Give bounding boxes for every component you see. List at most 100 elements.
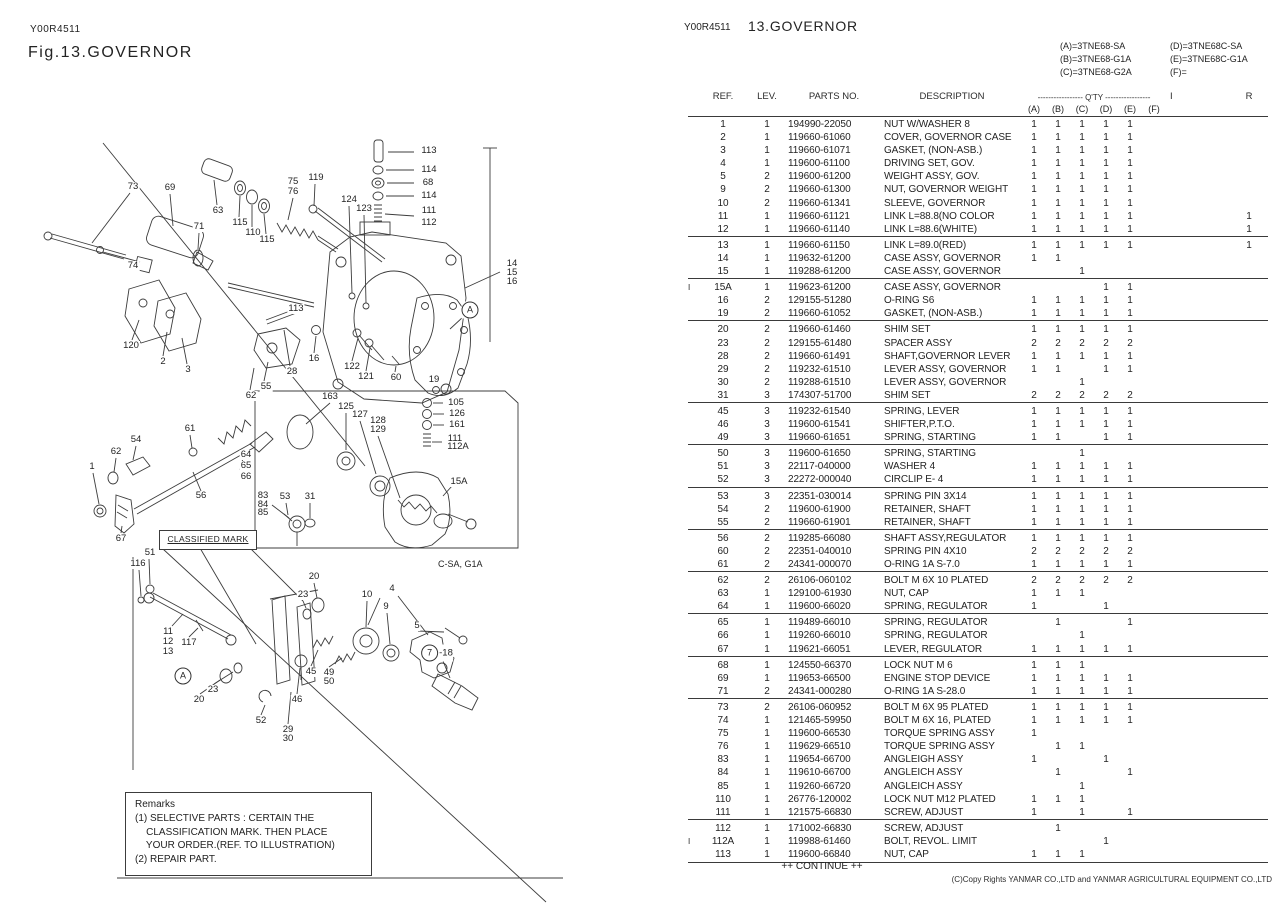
col-qty: ----------------- Q'TY ----------------- bbox=[1037, 93, 1151, 102]
callout-label: 105 bbox=[447, 397, 465, 408]
callout-label: 71 bbox=[192, 221, 206, 232]
callout-label: 112 bbox=[420, 217, 438, 228]
callout-label: 14 bbox=[505, 258, 519, 269]
col-qty-e: (E) bbox=[1124, 104, 1136, 114]
col-description: DESCRIPTION bbox=[919, 91, 985, 102]
callout-label: 20 bbox=[307, 571, 321, 582]
callout-label: 64 bbox=[239, 449, 253, 460]
callout-label: 53 bbox=[278, 491, 292, 502]
remarks-line: CLASSIFICATION MARK. THEN PLACE bbox=[135, 826, 328, 838]
callout-label: 163 bbox=[321, 391, 339, 402]
callout-label: 127 bbox=[351, 409, 369, 420]
section-title: 13.GOVERNOR bbox=[748, 18, 858, 34]
callout-label: 114 bbox=[420, 164, 438, 175]
callout-label: 10 bbox=[360, 589, 374, 600]
parts-table-header: REF. LEV. PARTS NO. DESCRIPTION --------… bbox=[688, 86, 1268, 102]
callout-label: 62 bbox=[244, 390, 258, 401]
remarks-line: (2) REPAIR PART. bbox=[135, 853, 217, 865]
callout-label: 121 bbox=[357, 371, 375, 382]
callout-label: 13 bbox=[161, 646, 175, 657]
callout-label: 62 bbox=[109, 446, 123, 457]
callout-label: 69 bbox=[163, 182, 177, 193]
classified-mark-box: CLASSIFIED MARK bbox=[159, 530, 257, 550]
callout-label: 117 bbox=[180, 637, 198, 648]
col-i: I bbox=[1170, 91, 1173, 102]
col-parts-no: PARTS NO. bbox=[808, 91, 860, 102]
callout-label: 54 bbox=[129, 434, 143, 445]
model-d: (D)=3TNE68C-SA bbox=[1170, 41, 1243, 51]
callout-label: 66 bbox=[239, 471, 253, 482]
callout-label: 19 bbox=[427, 374, 441, 385]
remarks-line: YOUR ORDER.(REF. TO ILLUSTRATION) bbox=[135, 840, 335, 851]
callout-label: 63 bbox=[211, 205, 225, 216]
remarks-lines: (1) SELECTIVE PARTS : CERTAIN THE CLASSI… bbox=[135, 812, 371, 866]
remarks-line: (1) SELECTIVE PARTS : CERTAIN THE bbox=[135, 813, 315, 824]
callout-label: 68 bbox=[421, 177, 435, 188]
callout-label: 116 bbox=[129, 558, 147, 569]
callout-label: 9 bbox=[382, 601, 390, 612]
callout-label: 76 bbox=[286, 186, 300, 197]
callout-label: 113 bbox=[420, 145, 438, 156]
parts-table: REF. LEV. PARTS NO. DESCRIPTION --------… bbox=[688, 86, 1268, 864]
callout-label: 85 bbox=[256, 507, 270, 518]
callout-label: 74 bbox=[126, 260, 140, 271]
callout-label: 65 bbox=[239, 460, 253, 471]
callout-label: 11 bbox=[162, 626, 174, 637]
callout-label: 115 bbox=[258, 234, 276, 245]
col-ref: REF. bbox=[712, 91, 734, 102]
callout-label: 119 bbox=[307, 172, 325, 183]
callout-label: 75 bbox=[286, 176, 300, 187]
callout-label: 23 bbox=[206, 684, 220, 695]
callout-label: 128 bbox=[369, 415, 387, 426]
col-qty-b: (B) bbox=[1052, 104, 1064, 114]
remarks-box: Remarks (1) SELECTIVE PARTS : CERTAIN TH… bbox=[125, 792, 372, 876]
callout-label: 124 bbox=[340, 194, 358, 205]
callout-label: 115 bbox=[231, 217, 249, 228]
inset-variant-tag: C-SA, G1A bbox=[436, 559, 485, 569]
circled-marker: A bbox=[174, 667, 192, 685]
page-code: Y00R4511 bbox=[684, 22, 731, 33]
callout-label: 61 bbox=[183, 423, 197, 434]
callout-label: 120 bbox=[122, 340, 140, 351]
circled-marker: 7-18 bbox=[421, 644, 453, 662]
callout-label: 30 bbox=[281, 733, 295, 744]
callout-label: 1 bbox=[88, 461, 96, 472]
callout-label: 51 bbox=[143, 547, 157, 558]
callout-label: 3 bbox=[184, 364, 192, 375]
callout-label: 67 bbox=[114, 533, 128, 544]
callout-label: 49 bbox=[322, 667, 336, 678]
